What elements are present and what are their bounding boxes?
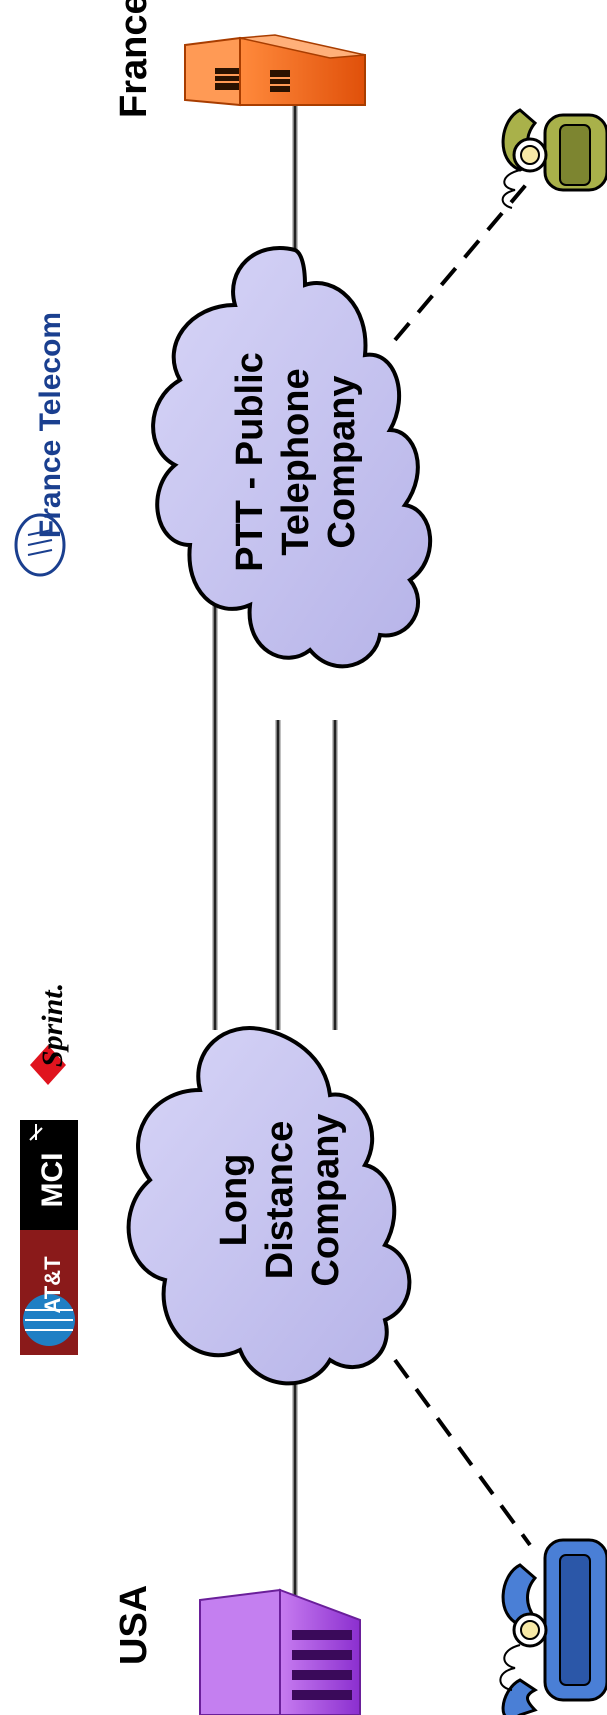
mci-logo: MCI (20, 1120, 78, 1230)
usa-building-icon (199, 1588, 361, 1715)
france-telecom-logo-text: France Telecom (34, 312, 67, 538)
ptt-line-3: Company (321, 375, 363, 548)
sprint-logo: Sprint. (30, 983, 69, 1085)
ptt-cloud: PTT - Public Telephone Company (151, 246, 433, 669)
sprint-logo-text: Sprint. (36, 983, 69, 1067)
france-label: France (113, 0, 155, 118)
long-distance-cloud: Long Distance Company (126, 1026, 412, 1386)
telephone-icon-usa[interactable] (499, 1538, 607, 1715)
att-logo-text: AT&T (40, 1256, 65, 1314)
mci-logo-text: MCI (36, 1153, 69, 1208)
france-building-icon (184, 34, 366, 107)
long-distance-line-3: Company (305, 1113, 347, 1286)
long-distance-line-1: Long (213, 1154, 255, 1247)
ptt-line-1: PTT - Public (229, 352, 271, 572)
usa-local-loop (393, 1358, 532, 1547)
ptt-line-2: Telephone (275, 368, 317, 555)
france-telecom-logo: France Telecom (14, 312, 67, 577)
telephone-icon-france[interactable] (501, 108, 607, 209)
long-distance-line-2: Distance (259, 1121, 301, 1279)
usa-label: USA (113, 1585, 155, 1665)
france-local-loop (393, 178, 532, 342)
